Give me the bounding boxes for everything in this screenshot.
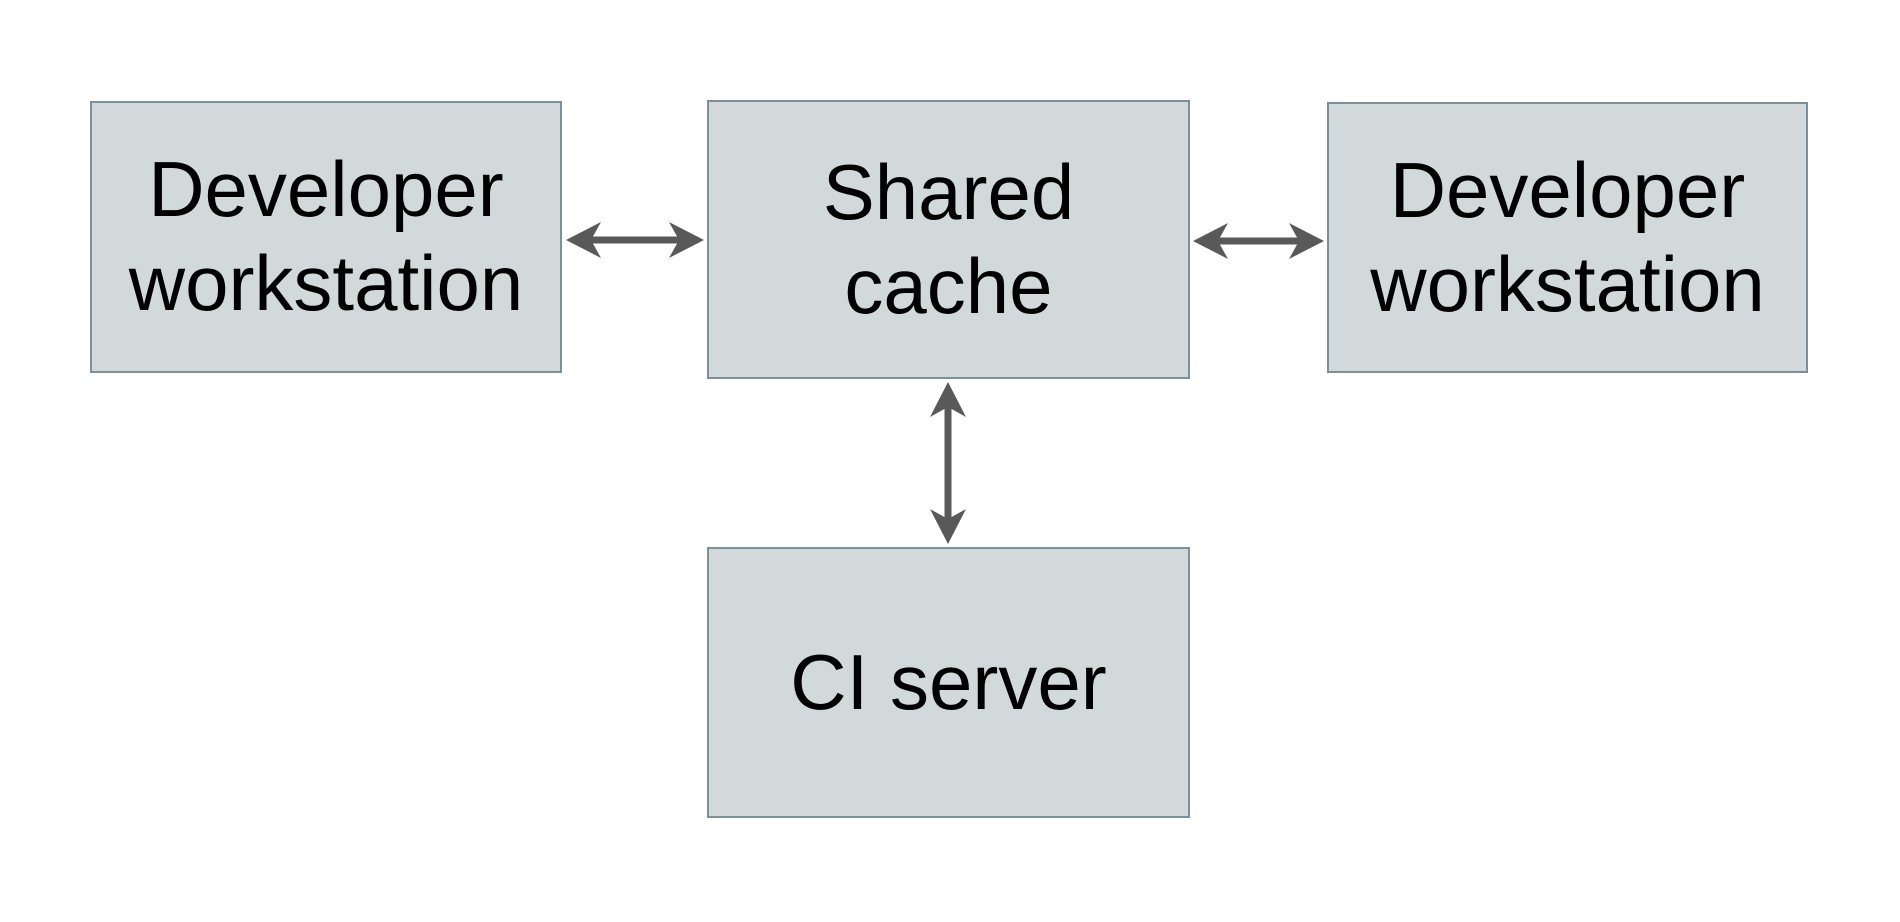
node-shared-cache: Shared cache	[707, 100, 1190, 379]
node-developer-workstation-right: Developer workstation	[1327, 102, 1808, 373]
node-label-line: CI server	[790, 637, 1107, 726]
node-label-line: Shared	[822, 147, 1075, 236]
arrow-cache-ci-server	[930, 382, 966, 544]
node-label-line: cache	[844, 241, 1053, 330]
node-label-line: workstation	[1370, 239, 1765, 328]
node-developer-workstation-left: Developer workstation	[90, 101, 562, 373]
node-label-line: workstation	[128, 239, 524, 327]
node-label-line: Developer	[1389, 145, 1746, 234]
arrow-left-workstation-cache	[566, 222, 704, 258]
node-ci-server: CI server	[707, 547, 1190, 818]
arrow-cache-right-workstation	[1193, 223, 1324, 259]
node-label-line: Developer	[148, 145, 504, 234]
